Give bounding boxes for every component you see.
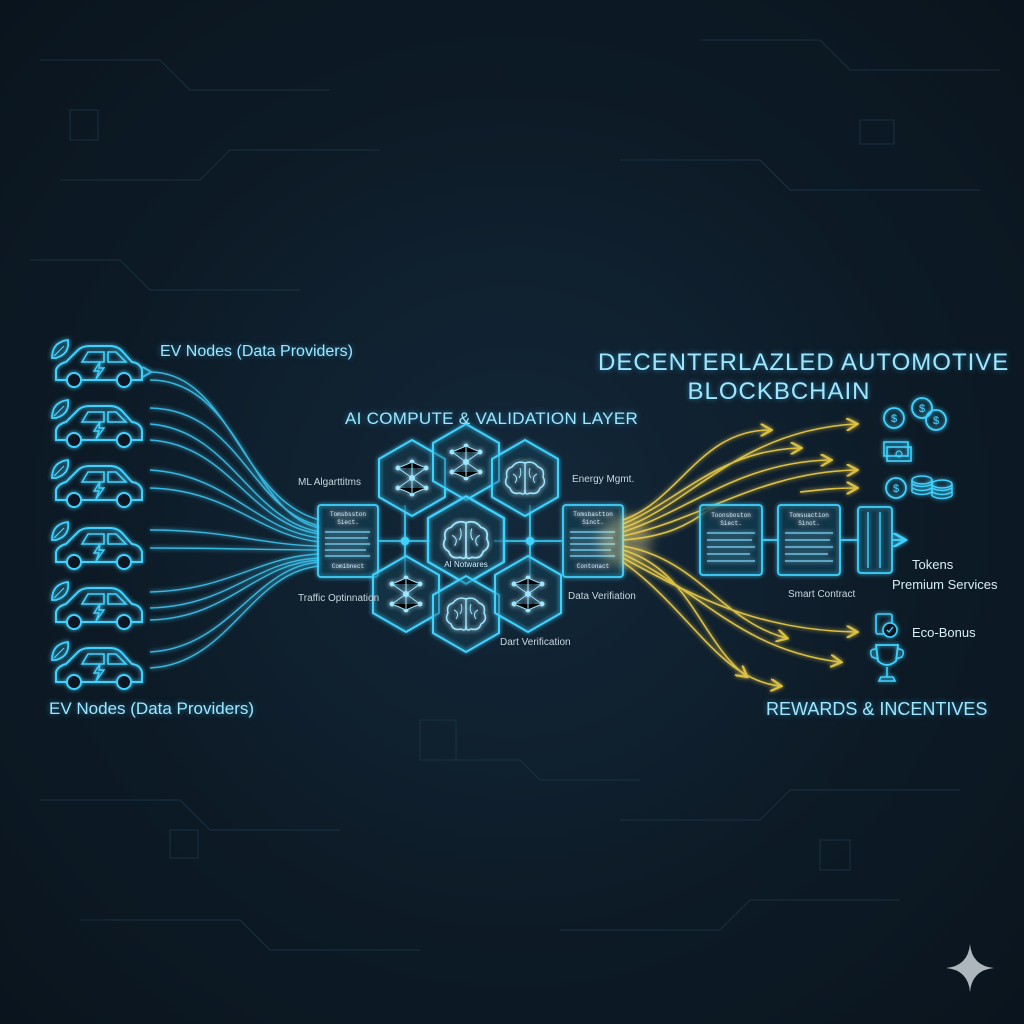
- coin-icon: [925, 409, 947, 431]
- bolt-icon: [93, 361, 105, 380]
- tokens-label: Tokens: [912, 557, 954, 572]
- ev-car-1: [51, 339, 143, 388]
- coin-icon: [885, 477, 907, 499]
- hex-brain-top-right: [491, 439, 559, 517]
- ml-algorithms-label: ML Algarttitms: [298, 477, 361, 488]
- block-2: Tomsuaction Sinot.: [777, 504, 841, 576]
- right-panel-title1: Tomsbastton: [573, 511, 613, 518]
- circuit-background: [30, 39, 1000, 951]
- right-panel-title2: Sinct.: [582, 519, 604, 526]
- leaf-icon: [51, 339, 70, 359]
- ev-input-lines: [150, 372, 321, 669]
- blockchain-heading-line1: DECENTERLAZLED AUTOMOTIVE: [598, 349, 1010, 376]
- right-panel-footer: Contonact: [577, 563, 609, 570]
- block1-title1: Toonsboston: [711, 512, 751, 519]
- ai-layer-heading: AI COMPUTE & VALIDATION LAYER: [345, 409, 639, 428]
- blockchain-blocks: Toonsboston Siect. Tomsuaction Sinot.: [699, 504, 904, 576]
- ai-network-label: AI Notwares: [444, 560, 488, 569]
- coin-stack-icon: [911, 475, 933, 496]
- hex-network-bottom-right: [494, 555, 562, 633]
- bolt-icon: [93, 421, 105, 440]
- hex-network-bottom-left: [372, 555, 440, 633]
- ev-nodes-label-bottom: EV Nodes (Data Providers): [49, 699, 255, 718]
- block2-title2: Sinot.: [798, 520, 820, 527]
- premium-services-label: Premium Services: [892, 577, 998, 592]
- ev-car-4: [51, 521, 143, 570]
- coin-icon: [883, 407, 905, 429]
- ev-car-list: [51, 339, 143, 690]
- trophy-icon: [869, 644, 905, 682]
- sparkle-icon: [946, 944, 994, 992]
- leaf-icon: [51, 399, 70, 419]
- block1-title2: Siect.: [720, 520, 742, 527]
- block-3: [857, 506, 893, 574]
- hex-brain-center: [426, 495, 506, 585]
- data-verification-label: Data Verifiation: [568, 591, 636, 602]
- left-transaction-panel: Tomsbsston Siect. Comibnect: [317, 504, 379, 578]
- leaf-icon: [51, 581, 70, 601]
- cash-stack-icon: [883, 441, 912, 462]
- energy-mgmt-label: Energy Mgmt.: [572, 474, 635, 485]
- left-panel-title1: Tomsbsston: [330, 511, 366, 518]
- eco-badge-icon: [875, 613, 898, 638]
- ev-car-5: [51, 581, 143, 630]
- dart-verification-label: Dart Verification: [500, 637, 571, 648]
- ev-car-6: [51, 641, 143, 690]
- energy-burst: [599, 515, 651, 567]
- ev-nodes-label-top: EV Nodes (Data Providers): [160, 343, 353, 360]
- bolt-icon: [93, 481, 105, 500]
- ev-car-2: [51, 399, 143, 448]
- ev-car-3: [51, 459, 143, 508]
- token-icons: [883, 397, 953, 500]
- left-panel-title2: Siect.: [337, 519, 359, 526]
- blockchain-heading: DECENTERLAZLED AUTOMOTIVE BLOCKBCHAIN: [598, 348, 1010, 406]
- coin-stack-icon: [931, 479, 953, 500]
- bolt-icon: [93, 603, 105, 622]
- rewards-heading: REWARDS & INCENTIVES: [766, 699, 988, 719]
- leaf-icon: [51, 641, 70, 661]
- leaf-icon: [51, 459, 70, 479]
- bolt-icon: [93, 663, 105, 682]
- blockchain-heading-line2: BLOCKBCHAIN: [687, 378, 871, 405]
- eco-bonus-label: Eco-Bonus: [912, 625, 976, 640]
- block-1: Toonsboston Siect.: [699, 504, 763, 576]
- leaf-icon: [51, 521, 70, 541]
- traffic-optimization-label: Traffic Optinnation: [298, 593, 380, 604]
- hex-brain-bottom-center: [432, 575, 500, 653]
- block2-title1: Tomsuaction: [789, 512, 829, 519]
- smart-contract-label: Smart Contract: [788, 589, 856, 600]
- bolt-icon: [93, 543, 105, 562]
- left-panel-footer: Comibnect: [332, 563, 364, 570]
- reward-output-lines: [622, 424, 856, 686]
